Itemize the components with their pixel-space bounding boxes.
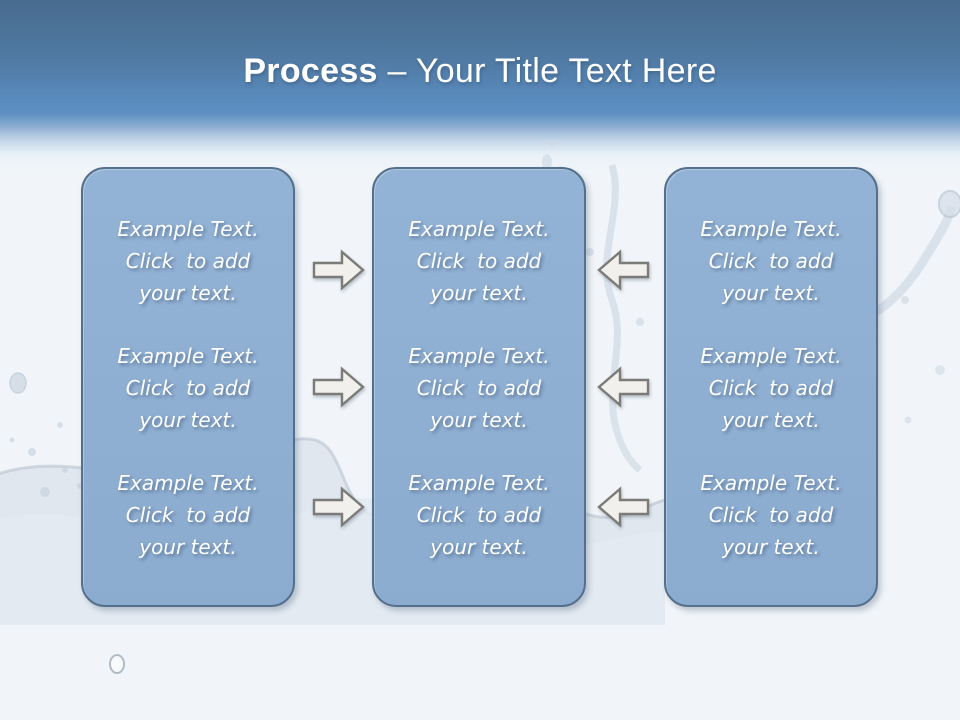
title-subtitle: – Your Title Text Here [387,52,717,90]
slide-title[interactable]: Process – Your Title Text Here [0,52,960,91]
water-splash-strand-right [873,190,960,424]
arrow-left-icon[interactable] [597,249,650,291]
arrow-left-icon[interactable] [597,486,650,528]
water-droplet-bottom [109,654,125,674]
text-placeholder[interactable]: Example Text. Click to add your text. [408,471,550,559]
process-box-left[interactable]: Example Text. Click to add your text. Ex… [81,167,295,607]
text-placeholder[interactable]: Example Text. Click to add your text. [700,471,842,559]
arrow-right-icon[interactable] [312,249,365,291]
text-placeholder[interactable]: Example Text. Click to add your text. [408,217,550,305]
header-gradient-band [0,0,960,172]
process-box-center[interactable]: Example Text. Click to add your text. Ex… [372,167,586,607]
arrow-right-icon[interactable] [312,486,365,528]
text-placeholder[interactable]: Example Text. Click to add your text. [700,217,842,305]
text-placeholder[interactable]: Example Text. Click to add your text. [117,471,259,559]
water-droplets-left [9,372,83,497]
text-placeholder[interactable]: Example Text. Click to add your text. [117,217,259,305]
water-splash-strand-center [586,164,644,473]
arrow-right-icon[interactable] [312,366,365,408]
text-placeholder[interactable]: Example Text. Click to add your text. [700,344,842,432]
text-placeholder[interactable]: Example Text. Click to add your text. [408,344,550,432]
process-box-right[interactable]: Example Text. Click to add your text. Ex… [664,167,878,607]
title-keyword: Process [243,52,378,90]
arrow-left-icon[interactable] [597,366,650,408]
text-placeholder[interactable]: Example Text. Click to add your text. [117,344,259,432]
